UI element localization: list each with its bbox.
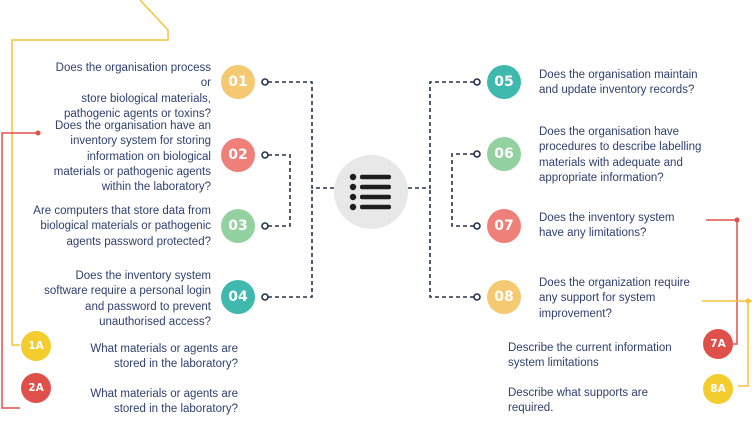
followup-line: What materials or agents are	[90, 388, 238, 400]
followup-text-1A: What materials or agents are stored in th…	[60, 342, 238, 373]
question-line: information on biological	[86, 150, 211, 163]
hub-circle	[334, 155, 408, 229]
followup-text-8A: Describe what supports are required.	[508, 386, 698, 417]
followup-badge-2A: 2A	[21, 373, 51, 403]
list-icon	[349, 173, 391, 211]
question-line: have any limitations?	[539, 227, 647, 240]
guide-dot-8a	[745, 298, 751, 304]
step-badge-07: 07	[487, 209, 521, 243]
question-line: any support for system	[539, 292, 656, 305]
step-badge-05: 05	[487, 65, 521, 99]
guide-dot-2a	[35, 130, 41, 136]
question-line: Does the organisation have	[539, 126, 680, 138]
step-badge-03: 03	[221, 209, 255, 243]
question-line: appropriate information?	[539, 171, 664, 184]
question-line: inventory system for storing	[70, 135, 211, 148]
question-text-08: Does the organization require any support…	[539, 276, 739, 322]
question-line: Are computers that store data from	[33, 205, 211, 217]
guide-line-2a	[1, 132, 38, 409]
connector-08	[429, 190, 474, 298]
followup-badge-1A: 1A	[21, 331, 51, 361]
question-line: within the laboratory?	[101, 181, 211, 194]
question-line: pathogenic agents or toxins?	[63, 107, 211, 120]
question-line: Does the organisation process or	[55, 62, 211, 90]
question-line: materials with adequate and	[539, 156, 683, 169]
connector-05	[408, 81, 474, 189]
question-line: Does the organization require	[539, 277, 690, 289]
connector-end-02	[261, 151, 269, 159]
connector-end-03	[261, 222, 269, 230]
question-line: software require a personal login	[44, 285, 211, 298]
question-text-02: Does the organisation have an inventory s…	[44, 119, 211, 195]
question-text-03: Are computers that store data from biolog…	[20, 204, 211, 250]
question-line: agents password protected?	[66, 235, 211, 248]
connector-end-06	[473, 150, 481, 158]
question-line: store biological materials,	[81, 92, 211, 105]
question-text-07: Does the inventory system have any limita…	[539, 211, 739, 242]
question-line: and update inventory records?	[539, 84, 695, 97]
connector-end-07	[473, 222, 481, 230]
connector-end-05	[473, 78, 481, 86]
connector-end-04	[261, 293, 269, 301]
connector-end-08	[473, 293, 481, 301]
question-text-05: Does the organisation maintain and update…	[539, 68, 739, 99]
question-line: improvement?	[539, 307, 612, 320]
connector-04	[268, 190, 313, 298]
followup-line: system limitations	[508, 357, 599, 370]
question-line: Does the organisation maintain	[539, 69, 698, 81]
guide-line-8a	[738, 301, 749, 387]
step-badge-01: 01	[221, 65, 255, 99]
followup-line: stored in the laboratory?	[113, 358, 238, 371]
question-line: procedures to describe labelling	[539, 141, 702, 154]
step-badge-02: 02	[221, 138, 255, 172]
question-text-04: Does the inventory system software requir…	[30, 269, 211, 330]
connector-07	[451, 188, 474, 227]
step-badge-04: 04	[221, 280, 255, 314]
question-line: and password to prevent	[85, 300, 211, 313]
connector-end-01	[261, 78, 269, 86]
question-line: Does the inventory system	[75, 270, 211, 282]
connector-03	[268, 188, 291, 227]
guide-line-1a	[11, 0, 169, 346]
followup-badge-7A: 7A	[703, 329, 733, 359]
step-badge-08: 08	[487, 280, 521, 314]
question-text-01: Does the organisation process or store bi…	[44, 61, 211, 122]
connector-02	[268, 154, 291, 188]
followup-line: Describe the current information	[508, 342, 672, 354]
guide-dot-7a	[734, 217, 740, 223]
followup-line: required.	[508, 402, 554, 415]
question-line: biological materials or pathogenic	[40, 220, 211, 233]
question-line: materials or pathogenic agents	[53, 165, 211, 178]
question-text-06: Does the organisation have procedures to …	[539, 125, 739, 186]
guide-line-7a	[706, 219, 738, 345]
followup-line: What materials or agents are	[90, 343, 238, 355]
connector-06	[451, 153, 474, 188]
followup-text-7A: Describe the current information system l…	[508, 341, 698, 372]
followup-line: stored in the laboratory?	[113, 403, 238, 416]
followup-text-2A: What materials or agents are stored in th…	[60, 387, 238, 418]
question-line: Does the inventory system	[539, 212, 675, 224]
connector-01	[268, 81, 334, 189]
step-badge-06: 06	[487, 137, 521, 171]
followup-badge-8A: 8A	[703, 374, 733, 404]
question-line: unauthorised access?	[99, 315, 211, 328]
question-line: Does the organisation have an	[55, 120, 211, 132]
followup-line: Describe what supports are	[508, 387, 648, 399]
